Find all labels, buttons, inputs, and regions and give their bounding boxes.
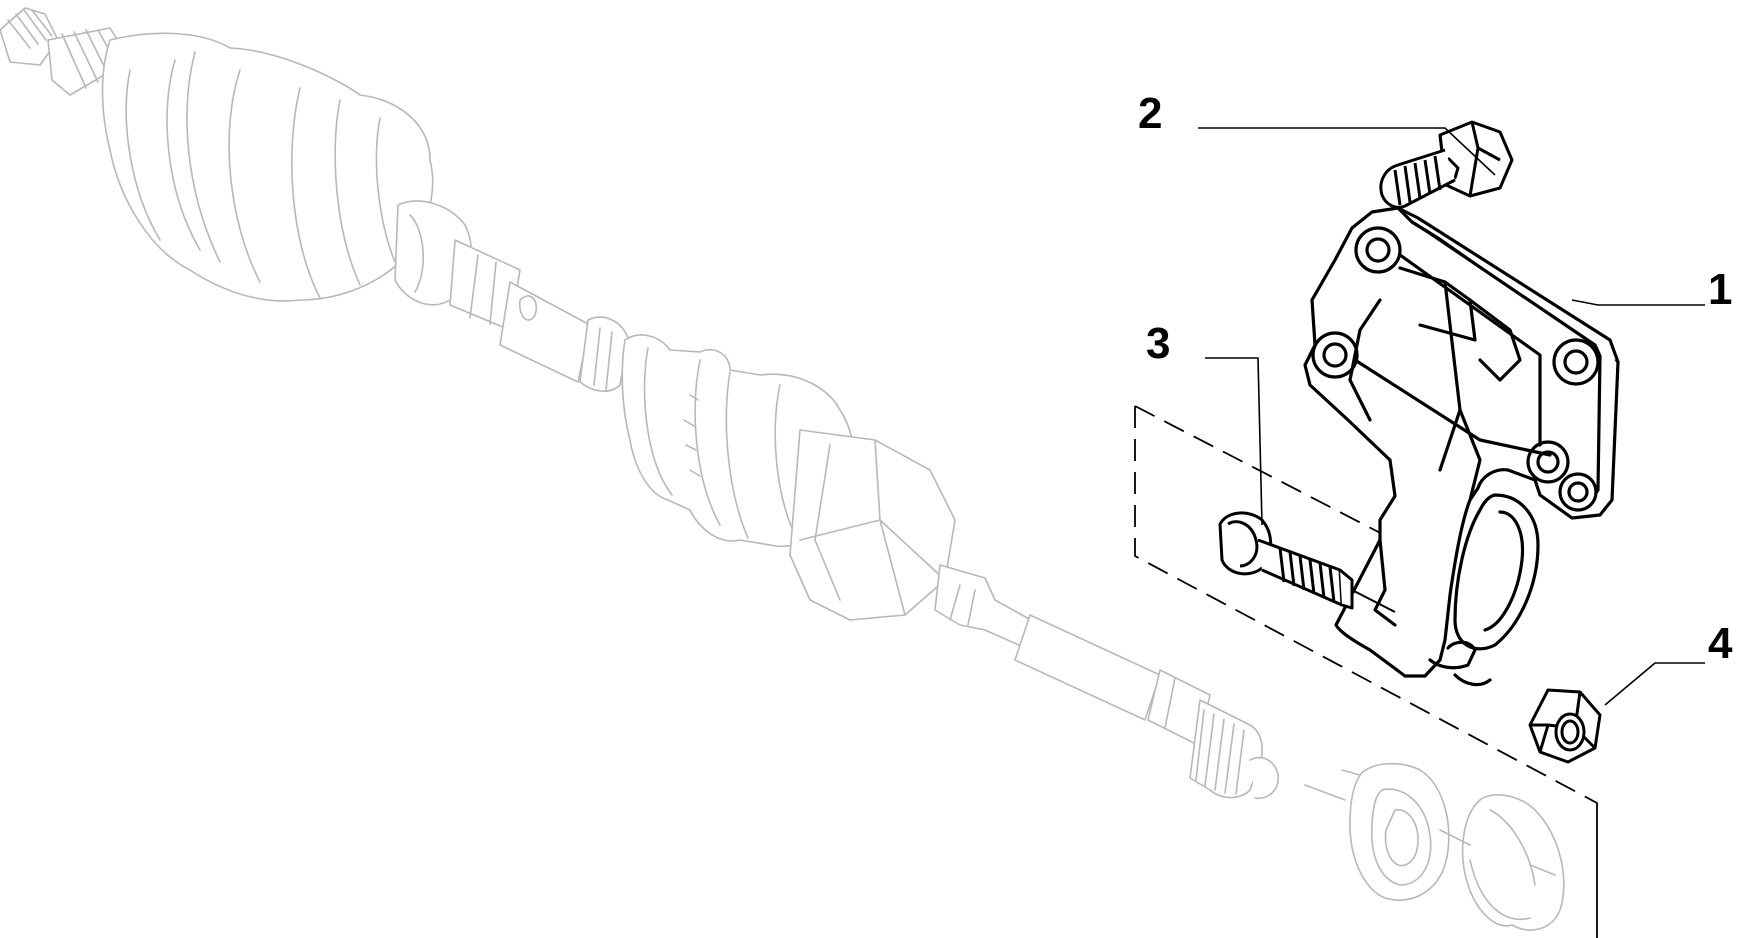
hex-nut-part bbox=[1528, 688, 1602, 764]
bearing-bush bbox=[1461, 794, 1565, 931]
shaft-middle bbox=[499, 281, 629, 392]
bearing-axis-line bbox=[1304, 784, 1556, 876]
clamp-bolt-part bbox=[1218, 511, 1396, 613]
outer-cv-boot bbox=[101, 32, 434, 302]
outer-boot-neck bbox=[394, 200, 521, 331]
leader-line-4 bbox=[1604, 662, 1705, 706]
drive-shaft-assembly bbox=[0, 7, 1565, 931]
shaft-spline-end-right bbox=[1189, 699, 1279, 800]
leader-line-3 bbox=[1205, 357, 1263, 526]
callout-number-4: 4 bbox=[1708, 619, 1733, 668]
shaft-bearing bbox=[1341, 762, 1450, 901]
callout-leader-lines bbox=[1198, 127, 1705, 706]
support-bracket-part bbox=[1303, 206, 1620, 687]
callout-number-1: 1 bbox=[1708, 265, 1733, 314]
hex-bolt-part bbox=[1379, 120, 1514, 209]
callout-number-3: 3 bbox=[1146, 319, 1171, 368]
leader-line-1 bbox=[1571, 299, 1705, 306]
callout-number-2: 2 bbox=[1138, 89, 1163, 138]
shaft-inner-long bbox=[934, 564, 1211, 746]
leader-line-2 bbox=[1198, 127, 1496, 176]
inner-joint-housing bbox=[789, 429, 956, 621]
assembly-dashed-outline bbox=[1134, 405, 1598, 938]
